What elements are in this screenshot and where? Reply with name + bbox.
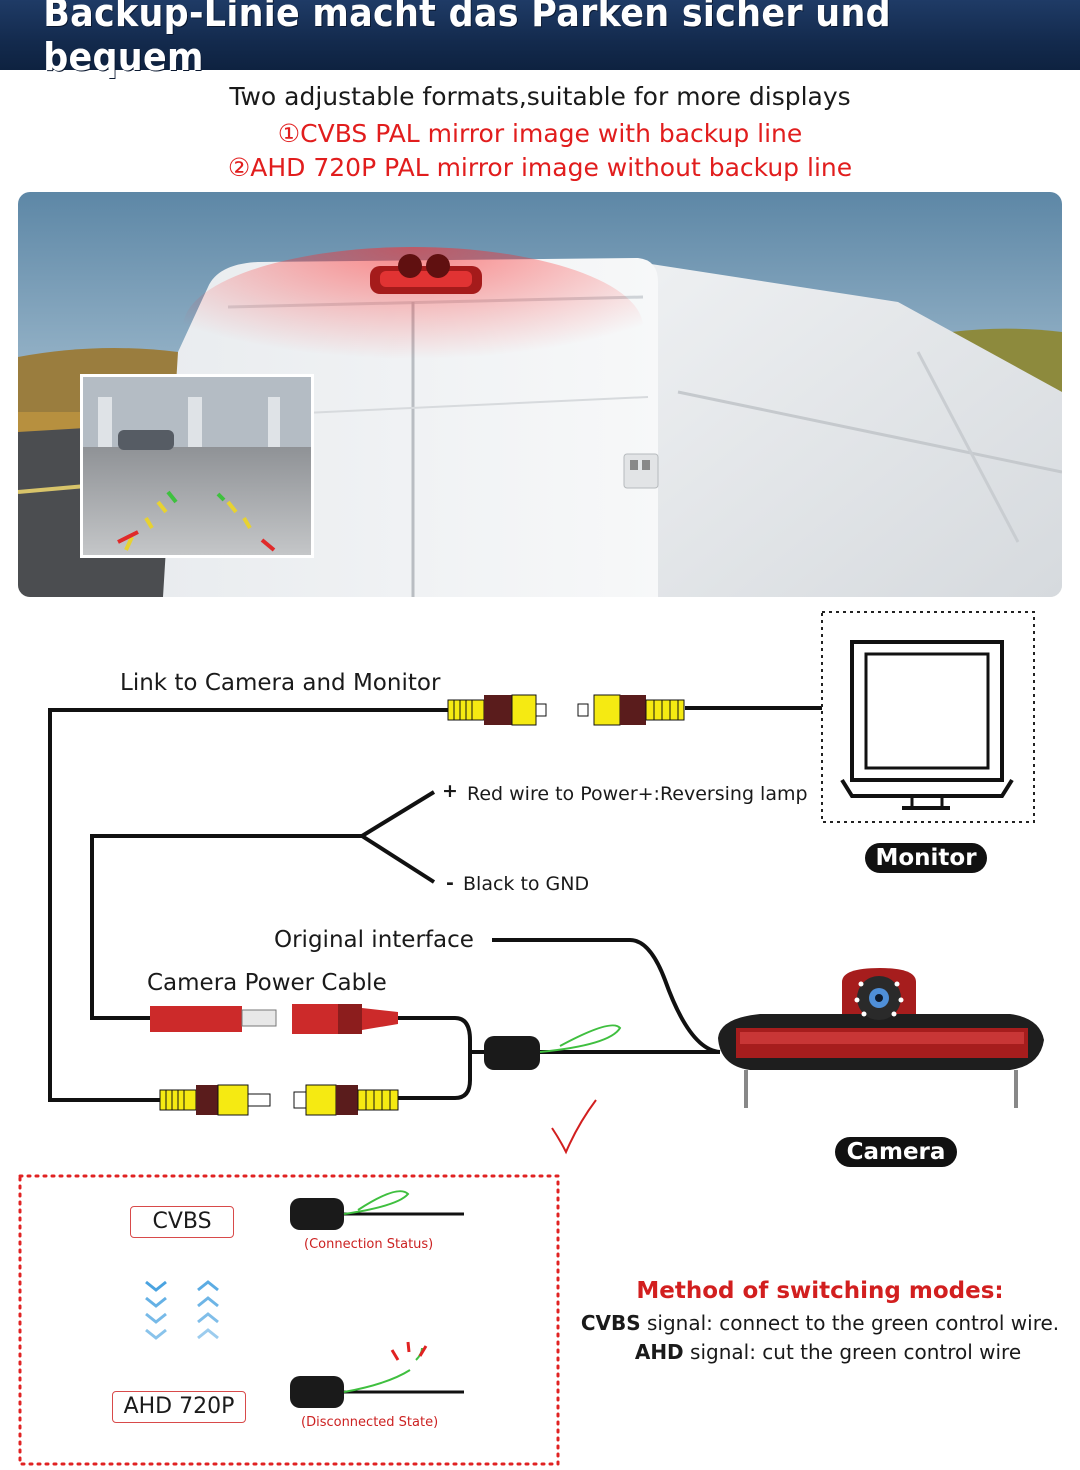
van-photo <box>18 192 1062 597</box>
connection-status: (Connection Status) <box>304 1237 434 1252</box>
intro-line: Two adjustable formats,suitable for more… <box>229 82 851 111</box>
power-connector-male <box>150 1006 277 1032</box>
header-banner: Backup-Linie macht das Parken sicher und… <box>0 0 1080 79</box>
method-title: Method of switching modes: <box>636 1278 1004 1304</box>
camera-icon <box>718 968 1044 1108</box>
rca-female-top <box>577 694 685 726</box>
original-interface-label: Original interface <box>274 927 474 953</box>
method-cvbs-line: CVBS signal: connect to the green contro… <box>580 1311 1060 1335</box>
method-ahd-line: AHD signal: cut the green control wire <box>634 1340 1022 1364</box>
arrows-up-icon <box>197 1280 219 1340</box>
cvbs-format-line: ①CVBS PAL mirror image with backup line <box>277 119 803 148</box>
plus-sign: + <box>442 780 458 802</box>
ahd-mode-label: AHD 720P <box>112 1391 246 1423</box>
link-label: Link to Camera and Monitor <box>120 670 441 696</box>
monitor-label: Monitor <box>865 843 987 873</box>
ahd-format-line: ②AHD 720P PAL mirror image without backu… <box>227 153 853 182</box>
camera-label: Camera <box>835 1137 957 1167</box>
black-wire-label: Black to GND <box>463 873 590 895</box>
red-wire-label: Red wire to Power+:Reversing lamp <box>467 783 808 805</box>
rca-male-top <box>447 694 547 726</box>
cvbs-mode-label: CVBS <box>130 1206 234 1238</box>
power-cable-label: Camera Power Cable <box>147 970 387 996</box>
arrows-down-icon <box>145 1280 167 1340</box>
rca-male-bottom <box>159 1084 271 1116</box>
monitor-icon <box>821 611 1035 823</box>
wiring-diagram <box>48 611 1044 1155</box>
mode-switch-box <box>18 1174 560 1466</box>
page-title: Backup-Linie macht das Parken sicher und… <box>43 0 891 79</box>
rca-female-bottom <box>293 1084 399 1116</box>
disconnected-state: (Disconnected State) <box>301 1415 439 1430</box>
minus-sign: - <box>446 872 454 894</box>
power-connector-female <box>292 1004 398 1034</box>
